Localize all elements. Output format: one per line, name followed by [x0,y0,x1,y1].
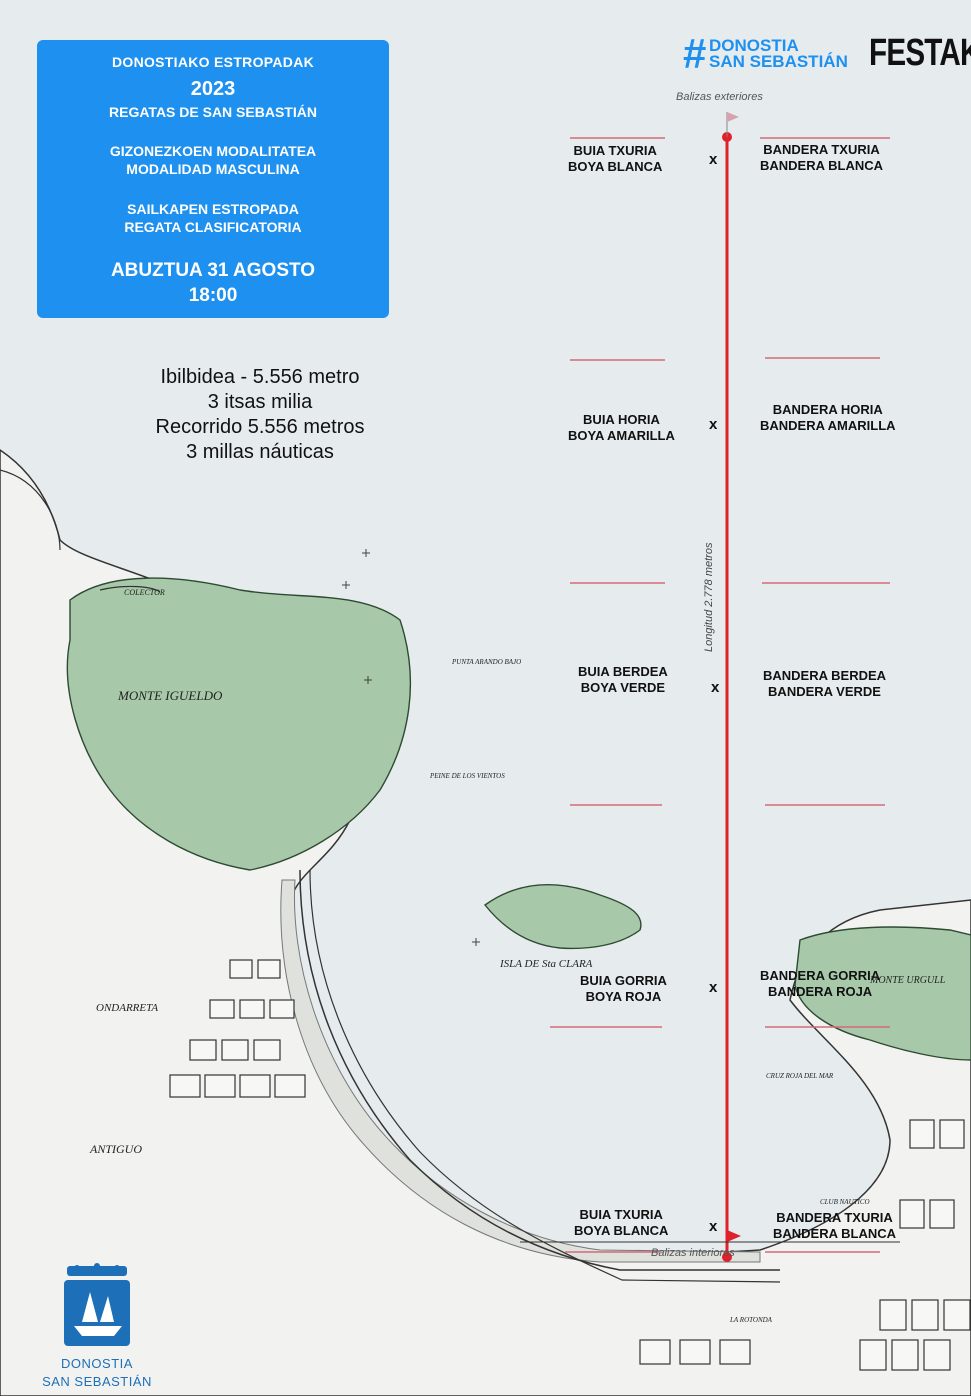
event-info-box: DONOSTIAKO ESTROPADAK 2023 REGATAS DE SA… [37,40,389,318]
race-type-es: REGATA CLASIFICATORIA [124,219,302,235]
label-isla-santa-clara: ISLA DE Sta CLARA [500,958,593,970]
buoy-marker-1: x [709,151,718,168]
logo-donostia: DONOSTIA [61,1356,133,1371]
label-cruz-roja: CRUZ ROJA DEL MAR [766,1072,834,1080]
buoy-marker-4: x [709,979,718,996]
brand-san-sebastian: SAN SEBASTIÁN [709,52,848,71]
modality-es: MODALIDAD MASCULINA [126,161,300,177]
route-description: Ibilbidea - 5.556 metro 3 itsas milia Re… [60,365,460,465]
la-concha-beach [280,879,761,1263]
city-shield-icon [64,1263,130,1346]
inner-flag-icon [727,1230,741,1242]
course-lane-markers [550,137,890,1253]
logo-san-sebastian: SAN SEBASTIÁN [42,1374,152,1389]
city-blocks [169,959,971,1371]
event-title: DONOSTIAKO ESTROPADAK [111,54,315,70]
isla-santa-clara [483,884,642,950]
label-peine: PEINE DE LOS VIENTOS [430,772,505,780]
label-club-nautico: CLUB NAUTICO [820,1198,870,1206]
event-time: 18:00 [188,285,238,306]
buoy-marker-2: x [709,416,718,433]
event-subtitle: REGATAS DE SAN SEBASTIÁN [109,104,317,120]
route-line-3: Recorrido 5.556 metros [155,416,365,438]
brand-hash: # [683,30,707,77]
brand-festak: FESTAK [869,32,971,74]
course-length-label: Longitud 2.778 metros [703,542,715,652]
label-monte-urgull: MONTE URGULL [870,975,946,986]
label-ondarreta: ONDARRETA [96,1002,159,1014]
route-line-2: 3 itsas milia [207,391,313,413]
balizas-exteriores-label: Balizas exteriores [676,91,763,103]
outer-flag-icon [727,112,739,122]
brand-donostia: DONOSTIA [709,36,799,55]
route-line-1: Ibilbidea - 5.556 metro [160,366,360,388]
buoy-marker-3: x [711,679,720,696]
route-line-4: 3 millas náuticas [186,441,334,463]
label-punta: PUNTA ARANDO BAJO [452,658,522,666]
monte-igueldo-area [66,577,412,871]
coastal-road [299,869,780,1271]
event-year: 2023 [190,78,236,100]
buoy-marker-5: x [709,1218,718,1235]
label-monte-igueldo: MONTE IGUELDO [118,688,223,703]
event-date: ABUZTUA 31 AGOSTO [110,260,316,281]
modality-eu: GIZONEZKOEN MODALITATEA [109,143,317,159]
race-type-eu: SAILKAPEN ESTROPADA [127,201,299,217]
label-la-rotonda: LA ROTONDA [730,1316,772,1324]
city-logo: DONOSTIA SAN SEBASTIÁN [42,1262,152,1389]
balizas-interiores-label: Balizas interiores [651,1247,735,1259]
label-colector: COLECTOR [124,588,165,597]
inner-mark-dot [722,1252,732,1262]
label-antiguo: ANTIGUO [90,1142,143,1156]
